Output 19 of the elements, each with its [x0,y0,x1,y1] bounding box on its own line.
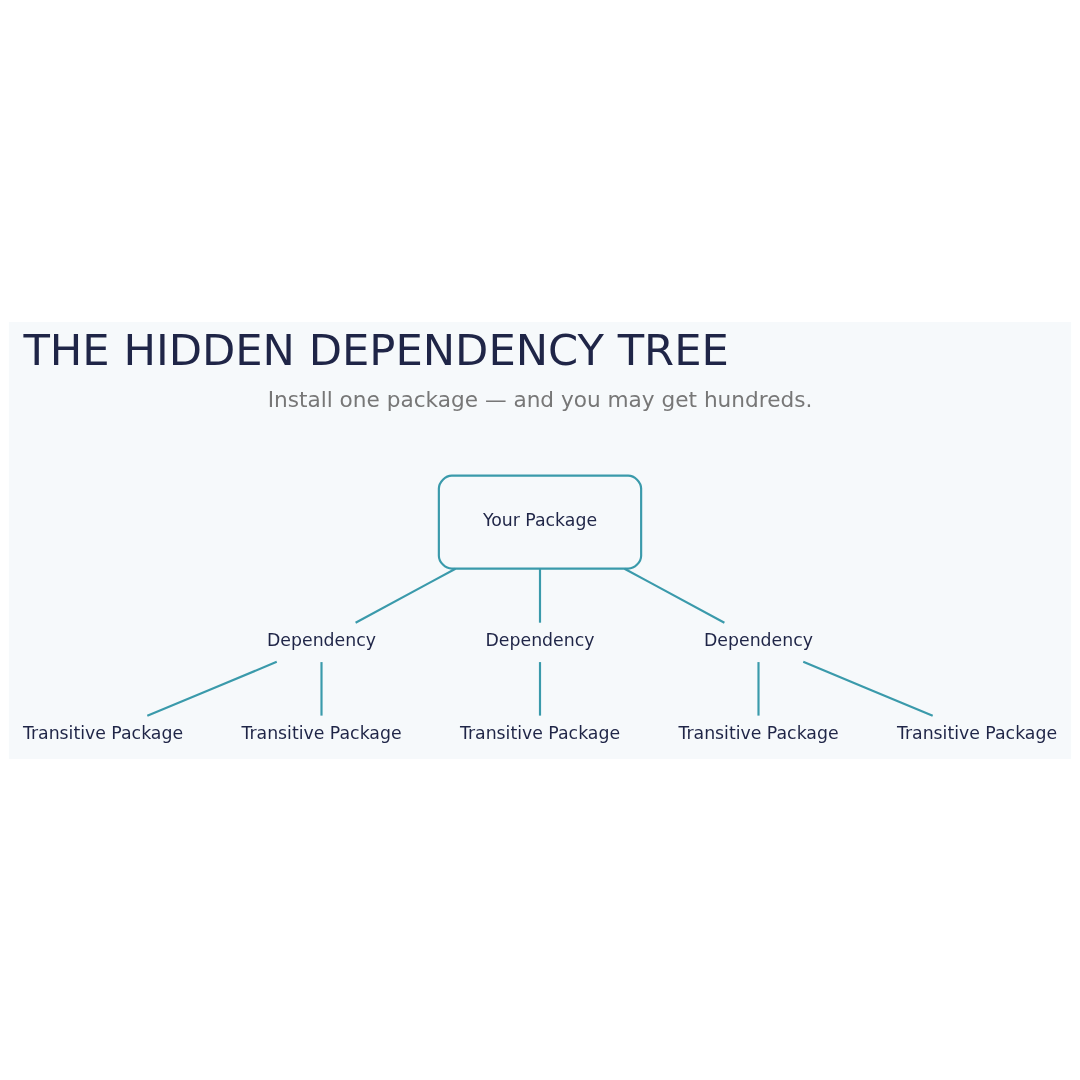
node-text: Dependency [485,629,595,650]
connector [757,661,760,716]
connector [623,567,725,624]
connector [355,567,457,624]
node-text: Transitive Package [678,722,839,743]
diagram-title: THE HIDDEN DEPENDENCY TREE [23,324,729,375]
node-box: Your Package [437,474,643,570]
node-text: Transitive Package [241,722,402,743]
connector [320,661,323,716]
node-text: Dependency [704,629,813,650]
label: Install one package — and you may get hundreds. [267,386,813,412]
connector [538,661,542,716]
node-text: Transitive Package [896,722,1058,743]
node-text: Dependency [267,629,376,650]
connector [146,660,278,717]
connector [802,660,934,717]
node-text: Transitive Package [459,722,621,743]
node-text: Transitive Package [22,722,184,743]
connector [538,568,542,623]
